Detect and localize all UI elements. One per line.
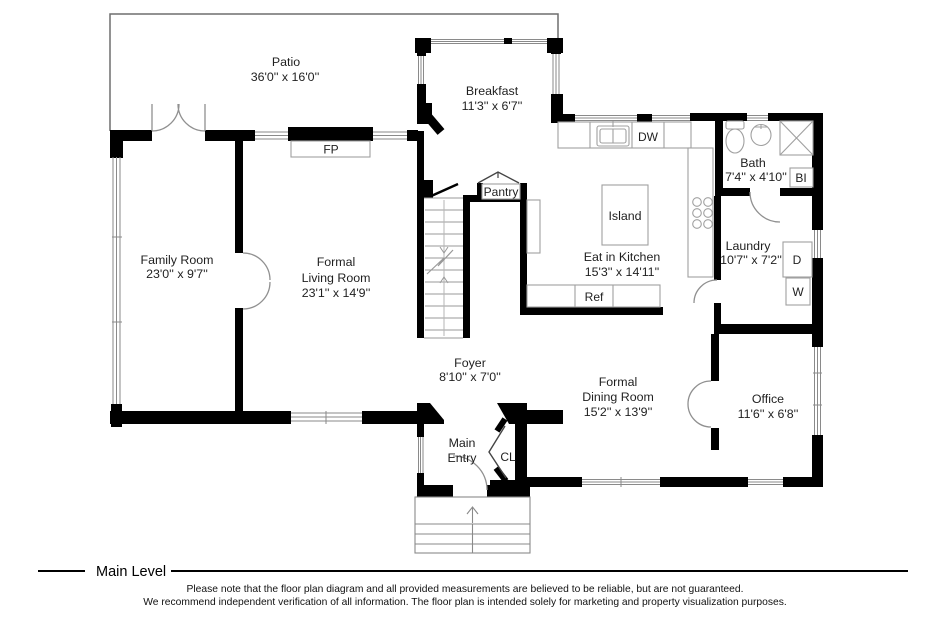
dryer-box [782,241,813,278]
fireplace-label: FP [323,143,338,157]
living-room-label-1: Formal [317,255,356,269]
staircase [424,197,463,339]
main-entry-label-2: Entry [448,451,478,465]
patio-outline [109,13,559,131]
fireplace-wall [288,127,373,141]
bath-door-arc [749,191,781,223]
dining-room-label-2: Dining Room [582,390,654,404]
bath-label: Bath [740,156,766,170]
dishwasher-label: DW [638,130,659,144]
main-entry-label-1: Main [449,436,476,450]
room-labels: Patio 36'0'' x 16'0'' Breakfast 11'3'' x… [141,55,807,465]
built-in-label: BI [795,171,806,185]
ref-counter [526,284,661,308]
dryer-label: D [793,253,802,267]
bath-sink [750,123,772,147]
front-steps [414,496,531,554]
stair-top-door [428,182,459,199]
patio-dims: 36'0'' x 16'0'' [251,70,320,84]
washer-label: W [792,285,804,299]
disclaimer-line-2: We recommend independent verification of… [143,597,787,608]
laundry-label: Laundry [726,239,772,253]
walls [110,38,823,497]
footer: Main Level Please note that the floor pl… [38,564,908,608]
range-burners [692,197,713,229]
pantry-label: Pantry [484,185,519,199]
doors [151,103,781,491]
breakfast-dims: 11'3'' x 6'7'' [462,99,523,113]
breakfast-label: Breakfast [466,84,519,98]
living-room-dims: 23'1'' x 14'9'' [302,286,371,300]
family-living-door-arcs [242,252,271,310]
kitchen-label: Eat in Kitchen [584,250,661,264]
family-room-label: Family Room [141,253,214,267]
office-dims: 11'6'' x 6'8'' [738,407,799,421]
kitchen-dims: 15'3'' x 14'11'' [585,265,660,279]
toilet [725,120,745,154]
pantry-box [481,183,521,200]
island-box [601,184,649,246]
dining-room-label-1: Formal [599,375,638,389]
dining-office-door-arcs [687,380,712,428]
closet-label: CL [500,450,516,464]
dining-room-dims: 15'2'' x 13'9'' [584,405,653,419]
washer-box [785,277,811,306]
windows [112,39,822,487]
patio-label: Patio [272,55,300,69]
level-label: Main Level [96,564,166,580]
patio-door-arcs [151,103,206,132]
family-room-dims: 23'0'' x 9'7'' [146,267,208,281]
fireplace-box [290,140,371,158]
closet-bifold-door [488,425,507,479]
living-room-label-2: Living Room [302,271,371,285]
foyer-label: Foyer [454,356,486,370]
built-in-box [789,167,814,188]
refrigerator-label: Ref [585,290,604,304]
shower [779,120,814,156]
up-arrow [466,506,479,515]
office-label: Office [752,392,784,406]
kitchen-counter-left [526,199,541,254]
entry-door-arc [452,455,488,491]
disclaimer-line-1: Please note that the floor plan diagram … [187,584,744,595]
fixtures [290,120,814,308]
laundry-dims: 10'7'' x 7'2'' [720,253,782,267]
foyer-dims: 8'10'' x 7'0'' [439,370,501,384]
laundry-door-arc [693,279,718,304]
island-label: Island [608,209,641,223]
kitchen-counter-right [687,147,714,278]
bath-dims: 7'4'' x 4'10'' [725,170,787,184]
